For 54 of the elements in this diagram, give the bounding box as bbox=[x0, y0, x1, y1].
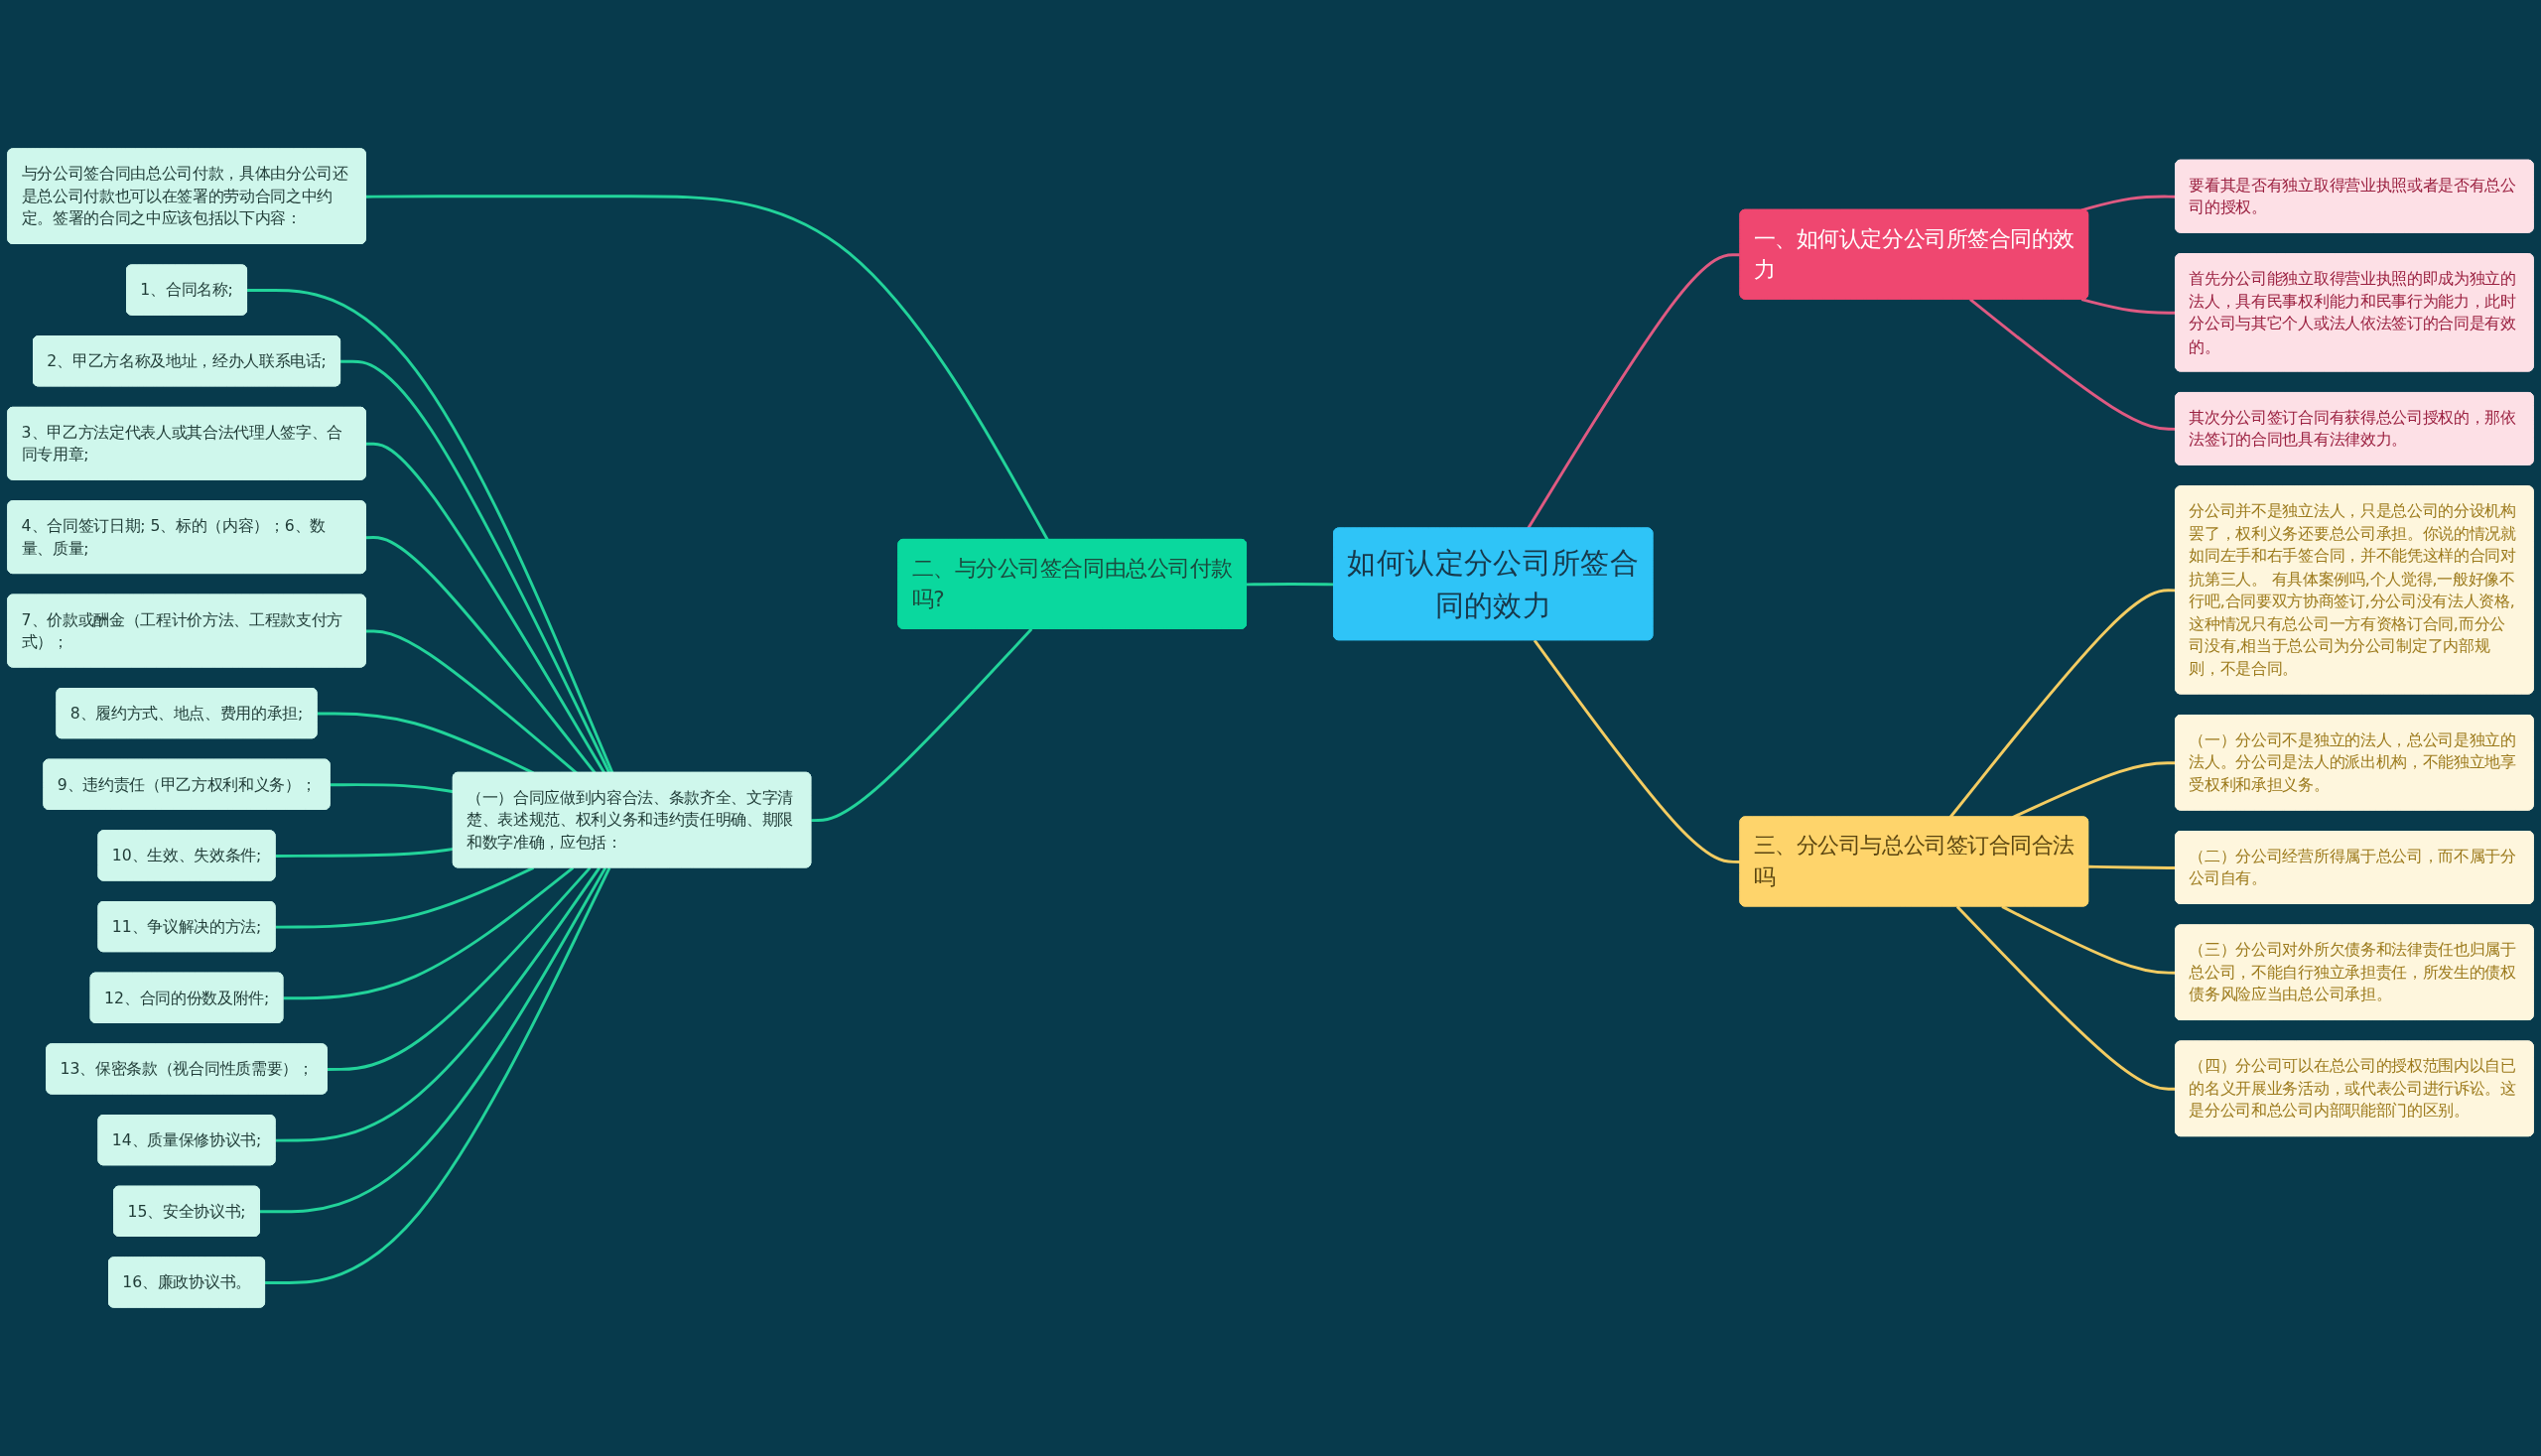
subtopic-box: 9、违约责任（甲乙方权利和义务）； bbox=[43, 758, 331, 810]
connector-line bbox=[340, 359, 611, 774]
connector-line bbox=[365, 536, 597, 774]
subtopic-box: 8、履约方式、地点、费用的承担; bbox=[56, 688, 318, 739]
subtopic-box: （一）合同应做到内容合法、条款齐全、文字清楚、表述规范、权利义务和违约责任明确、期限和数字准确，应包括： bbox=[452, 771, 812, 868]
connector-line bbox=[259, 866, 607, 1214]
connector-line bbox=[327, 866, 592, 1071]
connector-line bbox=[1533, 639, 1741, 863]
subtopic-box: （一）分公司不是独立的法人，总公司是独立的法人。分公司是法人的派出机构，不能独立地享受权利和承担义务。 bbox=[2175, 715, 2534, 811]
connector-line bbox=[275, 866, 535, 929]
connector-line bbox=[247, 289, 614, 774]
connector-line bbox=[365, 442, 606, 774]
connector-line bbox=[283, 866, 575, 1000]
branch-topic-box: 二、与分公司签合同由总公司付款吗? bbox=[897, 538, 1247, 629]
connector-line bbox=[1527, 253, 1741, 530]
subtopic-box: 13、保密条款（视合同性质需要）； bbox=[46, 1043, 328, 1095]
subtopic-box: 11、争议解决的方法; bbox=[97, 901, 276, 953]
connector-line bbox=[275, 847, 455, 858]
connector-line bbox=[265, 866, 611, 1284]
subtopic-box: 与分公司签合同由总公司付款，具体由分公司还是总公司付款也可以在签署的劳动合同之中约定。签署的合同之中应该包括以下内容： bbox=[7, 148, 366, 244]
subtopic-box: 7、价款或酬金（工程计价方法、工程款支付方式）； bbox=[7, 594, 366, 668]
central-topic-box: 如何认定分公司所签合同的效力 bbox=[1333, 527, 1654, 641]
connector-line bbox=[2088, 864, 2177, 869]
connector-line bbox=[365, 629, 578, 774]
subtopic-box: 2、甲乙方名称及地址，经办人联系电话; bbox=[33, 335, 341, 387]
subtopic-box: 12、合同的份数及附件; bbox=[89, 972, 284, 1023]
connector-line bbox=[1969, 298, 2177, 431]
subtopic-box: 14、质量保修协议书; bbox=[97, 1115, 276, 1166]
subtopic-box: （四）分公司可以在总公司的授权范围内以自已的名义开展业务活动，或代表公司进行诉讼。这是分公司和总公司内部职能部门的区别。 bbox=[2175, 1040, 2534, 1137]
connector-line bbox=[1955, 905, 2177, 1091]
subtopic-box: 其次分公司签订合同有获得总公司授权的，那依法签订的合同也具有法律效力。 bbox=[2175, 392, 2534, 465]
connector-line bbox=[2080, 298, 2177, 315]
connector-line bbox=[1247, 583, 1335, 587]
subtopic-box: （三）分公司对外所欠债务和法律责任也归属于总公司，不能自行独立承担责任，所发生的债权债务风险应当由总公司承担。 bbox=[2175, 924, 2534, 1020]
connector-line bbox=[2012, 761, 2177, 819]
connector-line bbox=[811, 627, 1033, 823]
subtopic-box: 10、生效、失效条件; bbox=[97, 830, 276, 881]
subtopic-box: 分公司并不是独立法人，只是总公司的分设机构罢了，权利义务还要总公司承担。你说的情况就如同左手和右手签合同，并不能凭这样的合同对抗第三人。 有具体案例吗,个人觉得,一般好像不行吧,合同要双方协商签订,分公司没有法人资格,这种情况只有总公司一方有资格订合同,而分公司没有,相当于总公司为分公司制定了内部规则，不是合同。 bbox=[2175, 485, 2534, 695]
connector-line bbox=[365, 195, 1049, 541]
connector-line bbox=[2001, 905, 2177, 975]
subtopic-box: 16、廉政协议书。 bbox=[108, 1257, 266, 1308]
connector-line bbox=[275, 866, 602, 1142]
branch-topic-box: 一、如何认定分公司所签合同的效力 bbox=[1739, 208, 2089, 300]
subtopic-box: 1、合同名称; bbox=[126, 264, 248, 316]
subtopic-box: 3、甲乙方法定代表人或其合法代理人签字、合同专用章; bbox=[7, 406, 366, 480]
connector-line bbox=[2080, 195, 2177, 212]
branch-topic-box: 三、分公司与总公司签订合同合法吗 bbox=[1739, 816, 2089, 907]
subtopic-box: 要看其是否有独立取得营业执照或者是否有总公司的授权。 bbox=[2175, 159, 2534, 233]
connector-line bbox=[1948, 589, 2177, 819]
subtopic-box: （二）分公司经营所得属于总公司，而不属于分公司自有。 bbox=[2175, 831, 2534, 904]
connector-line bbox=[330, 783, 455, 794]
subtopic-box: 15、安全协议书; bbox=[113, 1185, 260, 1237]
subtopic-box: 4、合同签订日期; 5、标的（内容）；6、数量、质量; bbox=[7, 500, 366, 575]
subtopic-box: 首先分公司能独立取得营业执照的即成为独立的法人，具有民事权利能力和民事行为能力，此时分公司与其它个人或法人依法签订的合同是有效的。 bbox=[2175, 253, 2534, 372]
